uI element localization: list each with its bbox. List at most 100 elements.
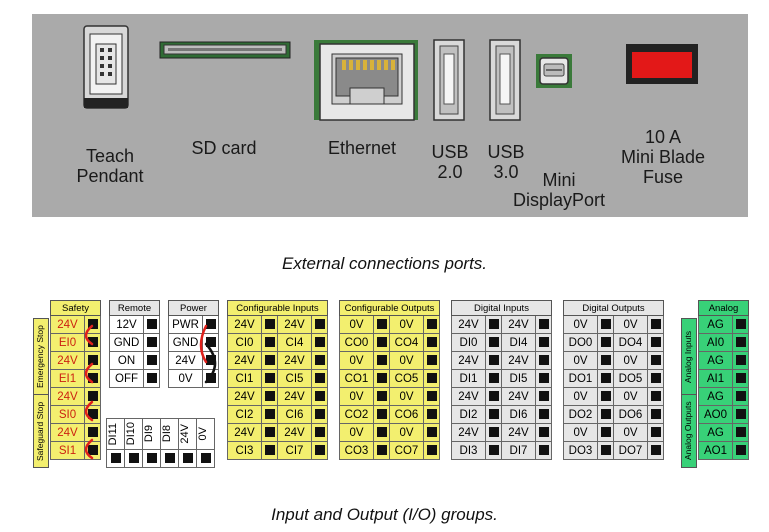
terminal-screw-icon — [647, 369, 664, 388]
do-pin-label: DO2 — [563, 405, 598, 424]
terminal-screw-icon — [311, 423, 328, 442]
terminal-screw-icon — [261, 315, 278, 334]
terminal-screw-icon — [647, 351, 664, 370]
safety-pin-label: SI1 — [50, 441, 85, 460]
terminal-screw-icon — [535, 441, 552, 460]
ports-panel: Teach Pendant SD card Ethernet USB 2.0 U… — [32, 14, 748, 217]
sd-card-slot-icon — [159, 41, 291, 59]
io-caption: Input and Output (I/O) groups. — [271, 505, 498, 524]
safety-pin-label: 24V — [50, 387, 85, 406]
terminal-screw-icon — [535, 423, 552, 442]
terminal-screw-icon — [485, 315, 502, 334]
terminal-screw-icon — [84, 315, 101, 334]
ci-pin-label: 24V — [277, 423, 312, 442]
terminal-screw-icon — [647, 333, 664, 352]
mini-displayport-icon — [536, 54, 572, 88]
co-pin-label: CO7 — [389, 441, 424, 460]
remote-pin-label: ON — [109, 351, 144, 370]
usb-3-port-icon — [489, 39, 521, 121]
digital-outputs-title: Digital Outputs — [563, 300, 664, 316]
co-pin-label: 0V — [389, 351, 424, 370]
do-pin-label: 0V — [563, 423, 598, 442]
ci-pin-label: CI4 — [277, 333, 312, 352]
terminal-screw-icon — [311, 315, 328, 334]
terminal-screw-icon — [261, 333, 278, 352]
terminal-screw-icon — [202, 369, 219, 388]
do-pin-label: DO1 — [563, 369, 598, 388]
terminal-screw-icon — [647, 405, 664, 424]
di-pin-label: DI6 — [501, 405, 536, 424]
terminal-screw-icon — [311, 405, 328, 424]
ext-pin-label: DI8 — [160, 418, 179, 450]
terminal-screw-icon — [732, 351, 749, 370]
terminal-screw-icon — [535, 315, 552, 334]
ci-pin-label: CI5 — [277, 369, 312, 388]
ethernet-port-icon — [314, 40, 418, 121]
terminal-screw-icon — [485, 369, 502, 388]
co-pin-label: CO4 — [389, 333, 424, 352]
ci-pin-label: 24V — [227, 315, 262, 334]
safety-terminal-block: Safety 24V EI0 24V EI1 24V SI0 24V SI1 — [50, 300, 101, 460]
terminal-screw-icon — [261, 423, 278, 442]
terminal-screw-icon — [732, 333, 749, 352]
co-pin-label: CO5 — [389, 369, 424, 388]
terminal-screw-icon — [647, 315, 664, 334]
ext-pin-label: 24V — [178, 418, 197, 450]
safety-pin-label: SI0 — [50, 405, 85, 424]
terminal-screw-icon — [647, 441, 664, 460]
terminal-screw-icon — [423, 387, 440, 406]
terminal-screw-icon — [732, 315, 749, 334]
terminal-screw-icon — [732, 369, 749, 388]
terminal-screw-icon — [597, 405, 614, 424]
power-pin-label: 24V — [168, 351, 203, 370]
terminal-screw-icon — [261, 441, 278, 460]
terminal-screw-icon — [423, 333, 440, 352]
safety-pin-label: 24V — [50, 315, 85, 334]
di-pin-label: 24V — [501, 351, 536, 370]
ci-pin-label: 24V — [227, 351, 262, 370]
analog-outputs-group-label: Analog Outputs — [681, 394, 697, 468]
ci-pin-label: CI1 — [227, 369, 262, 388]
ci-pin-label: CI0 — [227, 333, 262, 352]
terminal-screw-icon — [84, 351, 101, 370]
terminal-screw-icon — [261, 387, 278, 406]
power-pin-label: PWR — [168, 315, 203, 334]
analog-pin-label: AG — [698, 423, 733, 442]
di-pin-label: 24V — [451, 387, 486, 406]
co-pin-label: 0V — [339, 315, 374, 334]
terminal-screw-icon — [373, 441, 390, 460]
terminal-screw-icon — [732, 441, 749, 460]
di-pin-label: DI0 — [451, 333, 486, 352]
analog-pin-label: AG — [698, 351, 733, 370]
analog-terminal-block: Analog AG AI0 AG AI1 AG AO0 AG AO1 — [698, 300, 749, 460]
terminal-screw-icon — [423, 405, 440, 424]
terminal-screw-icon — [202, 315, 219, 334]
terminal-screw-icon — [423, 423, 440, 442]
co-pin-label: 0V — [339, 387, 374, 406]
terminal-screw-icon — [202, 333, 219, 352]
terminal-screw-icon — [373, 315, 390, 334]
terminal-screw-icon — [143, 333, 160, 352]
usb-2-port-icon — [433, 39, 465, 121]
di-pin-label: DI1 — [451, 369, 486, 388]
do-pin-label: 0V — [563, 351, 598, 370]
terminal-screw-icon — [597, 423, 614, 442]
terminal-screw-icon — [261, 369, 278, 388]
power-pin-label: 0V — [168, 369, 203, 388]
terminal-screw-icon — [535, 387, 552, 406]
terminal-screw-icon — [84, 423, 101, 442]
terminal-screw-icon — [84, 405, 101, 424]
configurable-inputs-title: Configurable Inputs — [227, 300, 328, 316]
analog-inputs-group-label: Analog Inputs — [681, 318, 697, 396]
terminal-screw-icon — [597, 369, 614, 388]
sd-card-label: SD card — [191, 138, 257, 158]
terminal-screw-icon — [261, 405, 278, 424]
terminal-screw-icon — [597, 351, 614, 370]
terminal-screw-icon — [311, 369, 328, 388]
do-pin-label: 0V — [613, 423, 648, 442]
do-pin-label: DO7 — [613, 441, 648, 460]
terminal-screw-icon — [423, 441, 440, 460]
emergency-stop-group-label: Emergency Stop — [33, 318, 49, 396]
